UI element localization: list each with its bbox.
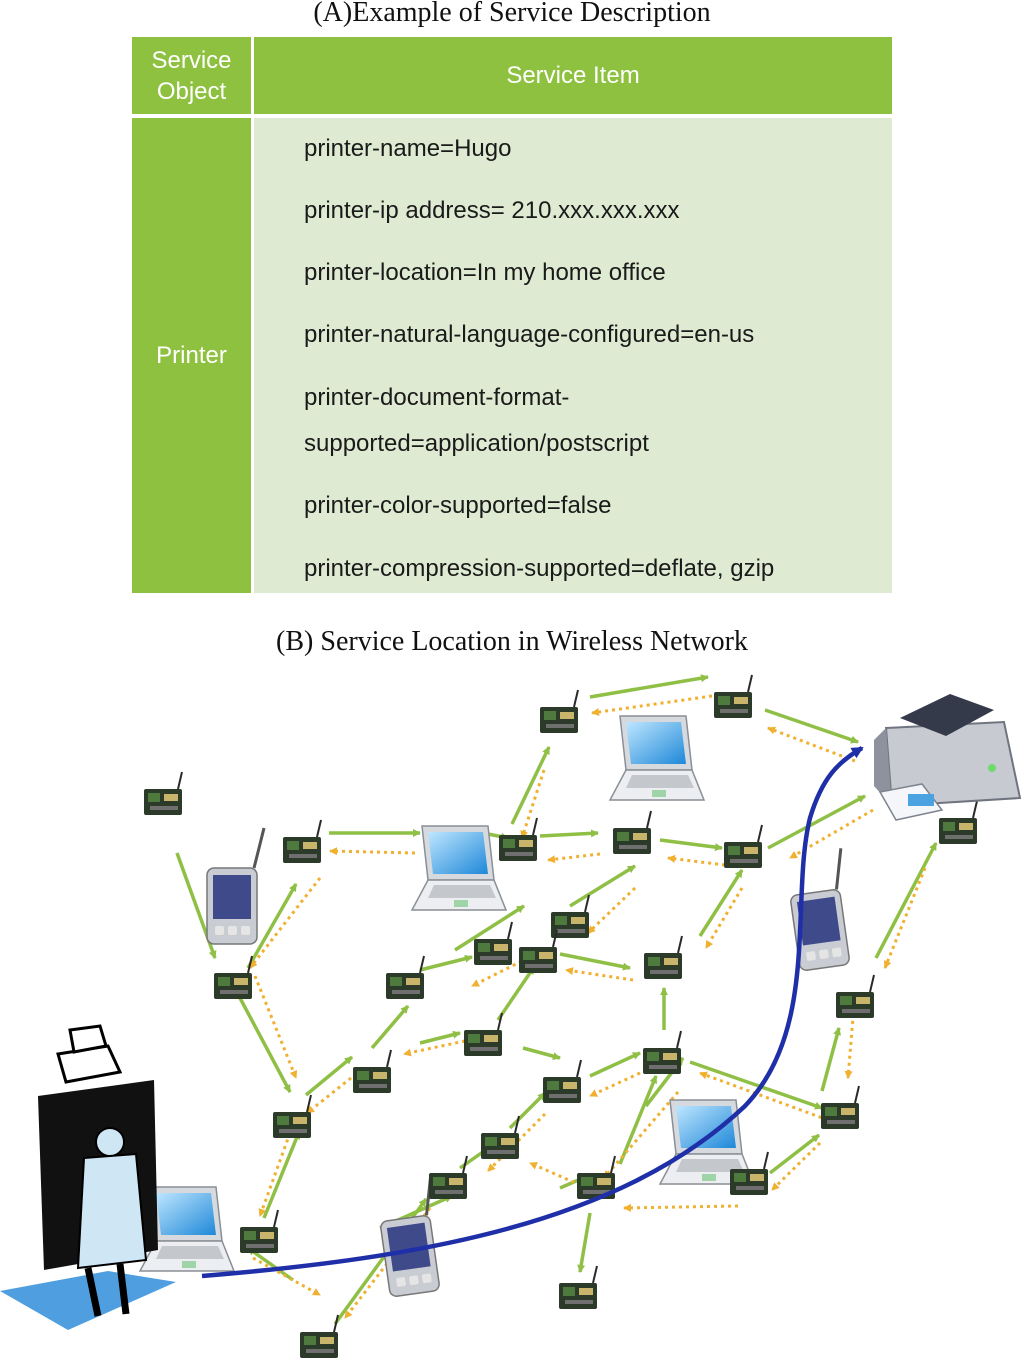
sensor-node-icon [473,921,513,966]
sensor-node-icon [723,824,763,869]
service-item: supported=application/postscript [304,430,649,457]
service-item: printer-location=In my home office [304,259,666,286]
sensor-node-icon [643,935,683,980]
service-description-table: Service Object Service Item Printer prin… [132,37,892,593]
laptop-icon [609,715,705,801]
service-item: printer-document-format- [304,384,570,411]
caption-service-location: (B) Service Location in Wireless Network [276,626,748,657]
service-item: printer-compression-supported=deflate, g… [304,555,775,582]
service-route-path [201,746,864,1279]
sensor-nodes [143,674,978,1359]
sensor-node-icon [213,955,253,1000]
service-item: printer-natural-language-configured=en-u… [304,321,755,348]
printer-icon [874,694,1022,821]
sensor-node-icon [299,1314,339,1359]
sensor-node-icon [938,800,978,845]
forward-arrows [175,674,938,1326]
wireless-network-diagram [0,674,1022,1359]
sensor-node-icon [352,1049,392,1094]
sensor-node-icon [820,1085,860,1130]
caption-service-description: (A)Example of Service Description [313,0,711,28]
sensor-node-icon [272,1094,312,1139]
laptop-icon [411,825,507,911]
sensor-node-icon [498,817,538,862]
pda-icon [782,846,859,973]
sensor-node-icon [558,1265,598,1310]
sensor-node-icon [463,1012,503,1057]
sensor-node-icon [542,1059,582,1104]
sensor-node-icon [239,1209,279,1254]
sensor-node-icon [642,1030,682,1075]
sensor-node-icon [713,674,753,719]
pda-icon [205,826,266,946]
sensor-node-icon [428,1155,468,1200]
sensor-node-icon [539,689,579,734]
service-items-cell: printer-name=Hugo printer-ip address= 21… [254,118,892,593]
header-service-object: Service Object [132,37,251,114]
service-item: printer-ip address= 210.xxx.xxx.xxx [304,197,680,224]
sensor-node-icon [612,810,652,855]
service-object-cell: Printer [132,118,251,593]
sensor-node-icon [385,955,425,1000]
sensor-node-icon [143,771,183,816]
header-service-item: Service Item [254,37,892,114]
user-figure-icon [0,1024,176,1330]
sensor-node-icon [835,974,875,1019]
service-item: printer-color-supported=false [304,492,612,519]
sensor-node-icon [282,819,322,864]
service-item: printer-name=Hugo [304,135,512,162]
